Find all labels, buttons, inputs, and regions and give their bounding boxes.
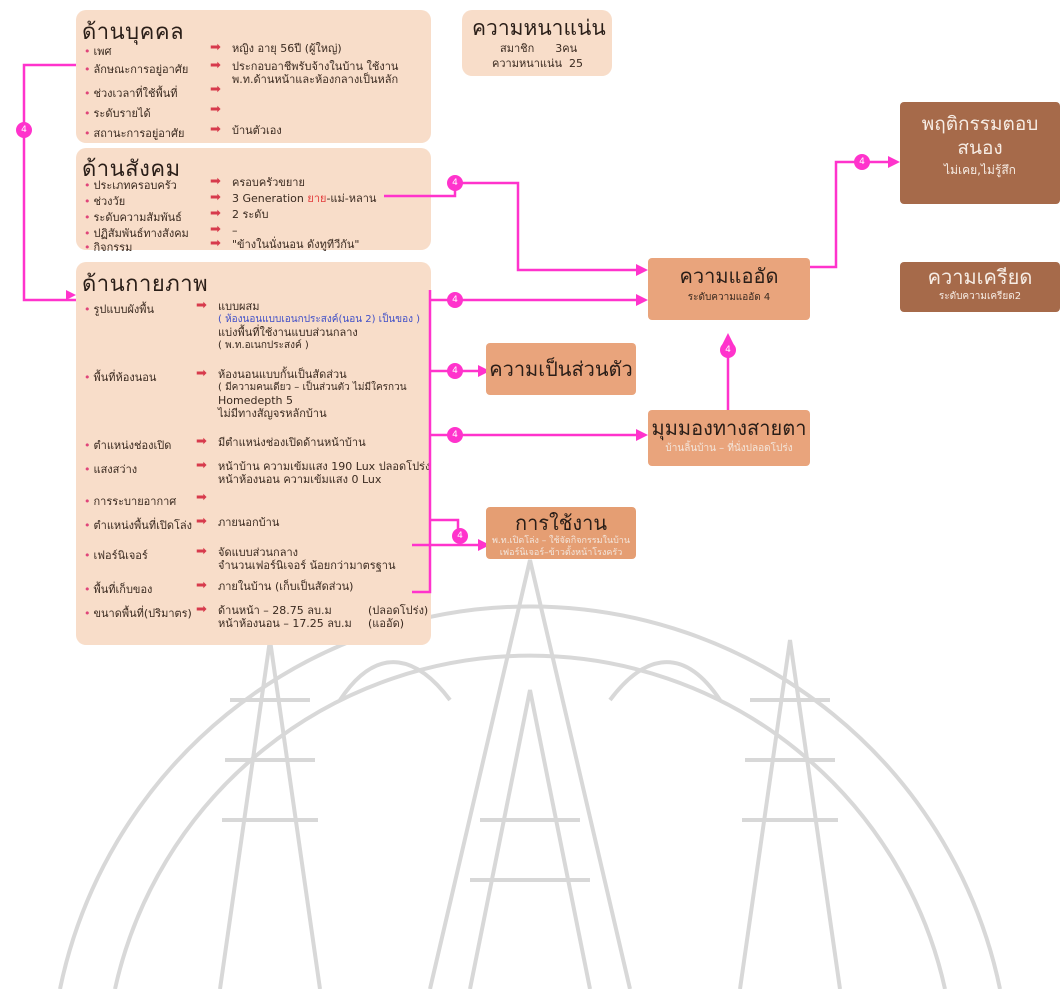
physical-value: ภายในบ้าน (เก็บเป็นสัดส่วน) <box>218 580 354 593</box>
physical-factors-panel <box>76 262 431 645</box>
social-row: •ปฏิสัมพันธ์ทางสังคม <box>84 227 189 240</box>
arrowhead <box>636 429 648 441</box>
connector-badge: 4 <box>447 175 463 191</box>
density-panel <box>462 10 612 76</box>
physical-row: •แสงสว่าง <box>84 463 138 476</box>
physical-row: •ขนาดพื้นที่(ปริมาตร) <box>84 607 192 620</box>
arrowhead <box>66 290 76 300</box>
personal-value: บ้านตัวเอง <box>232 124 282 137</box>
arrowhead <box>636 294 648 306</box>
arrow-icon: ➡ <box>210 102 221 117</box>
arrow-icon: ➡ <box>196 602 207 617</box>
physical-row: •ตำแหน่งช่องเปิด <box>84 439 172 452</box>
physical-row: •รูปแบบผังพื้น <box>84 303 155 316</box>
density-value: ความหนาแน่น 25 <box>492 57 584 70</box>
arrow-icon: ➡ <box>210 190 221 205</box>
usage-node: การใช้งาน พ.ท.เปิดโล่ง – ใช้จัดกิจกรรมใน… <box>486 507 636 559</box>
social-row: •ระดับความสัมพันธ์ <box>84 211 182 224</box>
arrowhead <box>478 539 490 551</box>
privacy-node: ความเป็นส่วนตัว <box>486 343 636 395</box>
physical-value: มีตำแหน่งช่องเปิดด้านหน้าบ้าน <box>218 436 366 449</box>
physical-value: แบบผสม ( ห้องนอนแบบเอนกประสงค์(นอน 2) เป… <box>218 300 421 351</box>
physical-value: ด้านหน้า – 28.75 ลบ.ม หน้าห้องนอน – 17.2… <box>218 604 352 630</box>
personal-factors-panel <box>76 10 431 143</box>
social-factors-panel <box>76 148 431 250</box>
social-value: "ข้างในนั่งนอน ดังทูทีวีกัน" <box>232 238 360 251</box>
personal-row: •ลักษณะการอยู่อาศัย <box>84 63 189 76</box>
personal-value-cont: พ.ท.ด้านหน้าและห้องกลางเป็นหลัก <box>232 73 399 86</box>
arrow-icon: ➡ <box>196 434 207 449</box>
arrow-icon: ➡ <box>210 236 221 251</box>
personal-row: •ช่วงเวลาที่ใช้พื้นที่ <box>84 87 178 100</box>
stress-node: ความเครียด ระดับความเครียด2 <box>900 262 1060 312</box>
social-title: ด้านสังคม <box>82 157 181 182</box>
response-node: พฤติกรรมตอบสนอง ไม่เคย,ไม่รู้สึก <box>900 102 1060 204</box>
density-members: สมาชิก 3คน <box>500 42 578 55</box>
personal-title: ด้านบุคคล <box>82 20 185 45</box>
physical-value: หน้าบ้าน ความเข้มแสง 190 Lux ปลอดโปร่ง ห… <box>218 460 431 486</box>
arrow-icon: ➡ <box>210 40 221 55</box>
physical-value: จัดแบบส่วนกลาง จำนวนเฟอร์นิเจอร์ น้อยกว่… <box>218 546 396 572</box>
connector-badge: 4 <box>16 122 32 138</box>
connector-badge: 4 <box>720 342 736 358</box>
connector-badge: 4 <box>854 154 870 170</box>
social-value: ครอบครัวขยาย <box>232 176 305 189</box>
arrow-icon: ➡ <box>196 578 207 593</box>
social-row: •กิจกรรม <box>84 241 133 254</box>
arrow-icon: ➡ <box>196 514 207 529</box>
social-value: – <box>232 224 238 237</box>
view-node: มุมมองทางสายตา บ้านลิ้นบ้าน – ที่นั่งปลอ… <box>648 410 810 466</box>
physical-row: •พื้นที่เก็บของ <box>84 583 153 596</box>
physical-value: ห้องนอนแบบกั้นเป็นสัดส่วน ( มีความคนเดีย… <box>218 368 407 420</box>
physical-value: ภายนอกบ้าน <box>218 516 280 529</box>
arrow-icon: ➡ <box>210 206 221 221</box>
connector-badge: 4 <box>452 528 468 544</box>
personal-value: หญิง อายุ 56ปี (ผู้ใหญ่) <box>232 42 342 55</box>
physical-row: •ตำแหน่งพื้นที่เปิดโล่ง <box>84 519 192 532</box>
arrow-icon: ➡ <box>196 458 207 473</box>
arrowhead <box>478 365 490 377</box>
social-value: 3 Generation ยาย-แม่-หลาน <box>232 192 377 205</box>
physical-row: •การระบายอากาศ <box>84 495 177 508</box>
social-value: 2 ระดับ <box>232 208 269 221</box>
arrow-icon: ➡ <box>210 58 221 73</box>
arrow-icon: ➡ <box>210 222 221 237</box>
personal-row: •สถานะการอยู่อาศัย <box>84 127 185 140</box>
arrow-icon: ➡ <box>196 544 207 559</box>
connector-badge: 4 <box>447 427 463 443</box>
arrowhead <box>888 156 900 168</box>
physical-note: (ปลอดโปร่ง) (แออัด) <box>368 604 429 630</box>
social-row: •ประเภทครอบครัว <box>84 179 177 192</box>
crowding-node: ความแออัด ระดับความแออัด 4 <box>648 258 810 320</box>
arrow-icon: ➡ <box>210 174 221 189</box>
social-row: •ช่วงวัย <box>84 195 126 208</box>
physical-row: •เฟอร์นิเจอร์ <box>84 549 148 562</box>
connector-badge: 4 <box>447 292 463 308</box>
arrow-icon: ➡ <box>196 490 207 505</box>
arrowhead <box>636 264 648 276</box>
density-title: ความหนาแน่น <box>472 16 606 40</box>
physical-row: •พื้นที่ห้องนอน <box>84 371 157 384</box>
arrow-icon: ➡ <box>210 82 221 97</box>
personal-row: •เพศ <box>84 45 112 58</box>
personal-row: •ระดับรายได้ <box>84 107 151 120</box>
arrow-icon: ➡ <box>196 366 207 381</box>
connector-badge: 4 <box>447 363 463 379</box>
arrow-icon: ➡ <box>210 122 221 137</box>
personal-value: ประกอบอาชีพรับจ้างในบ้าน ใช้งาน <box>232 60 399 73</box>
physical-title: ด้านกายภาพ <box>82 272 209 297</box>
arrow-icon: ➡ <box>196 298 207 313</box>
